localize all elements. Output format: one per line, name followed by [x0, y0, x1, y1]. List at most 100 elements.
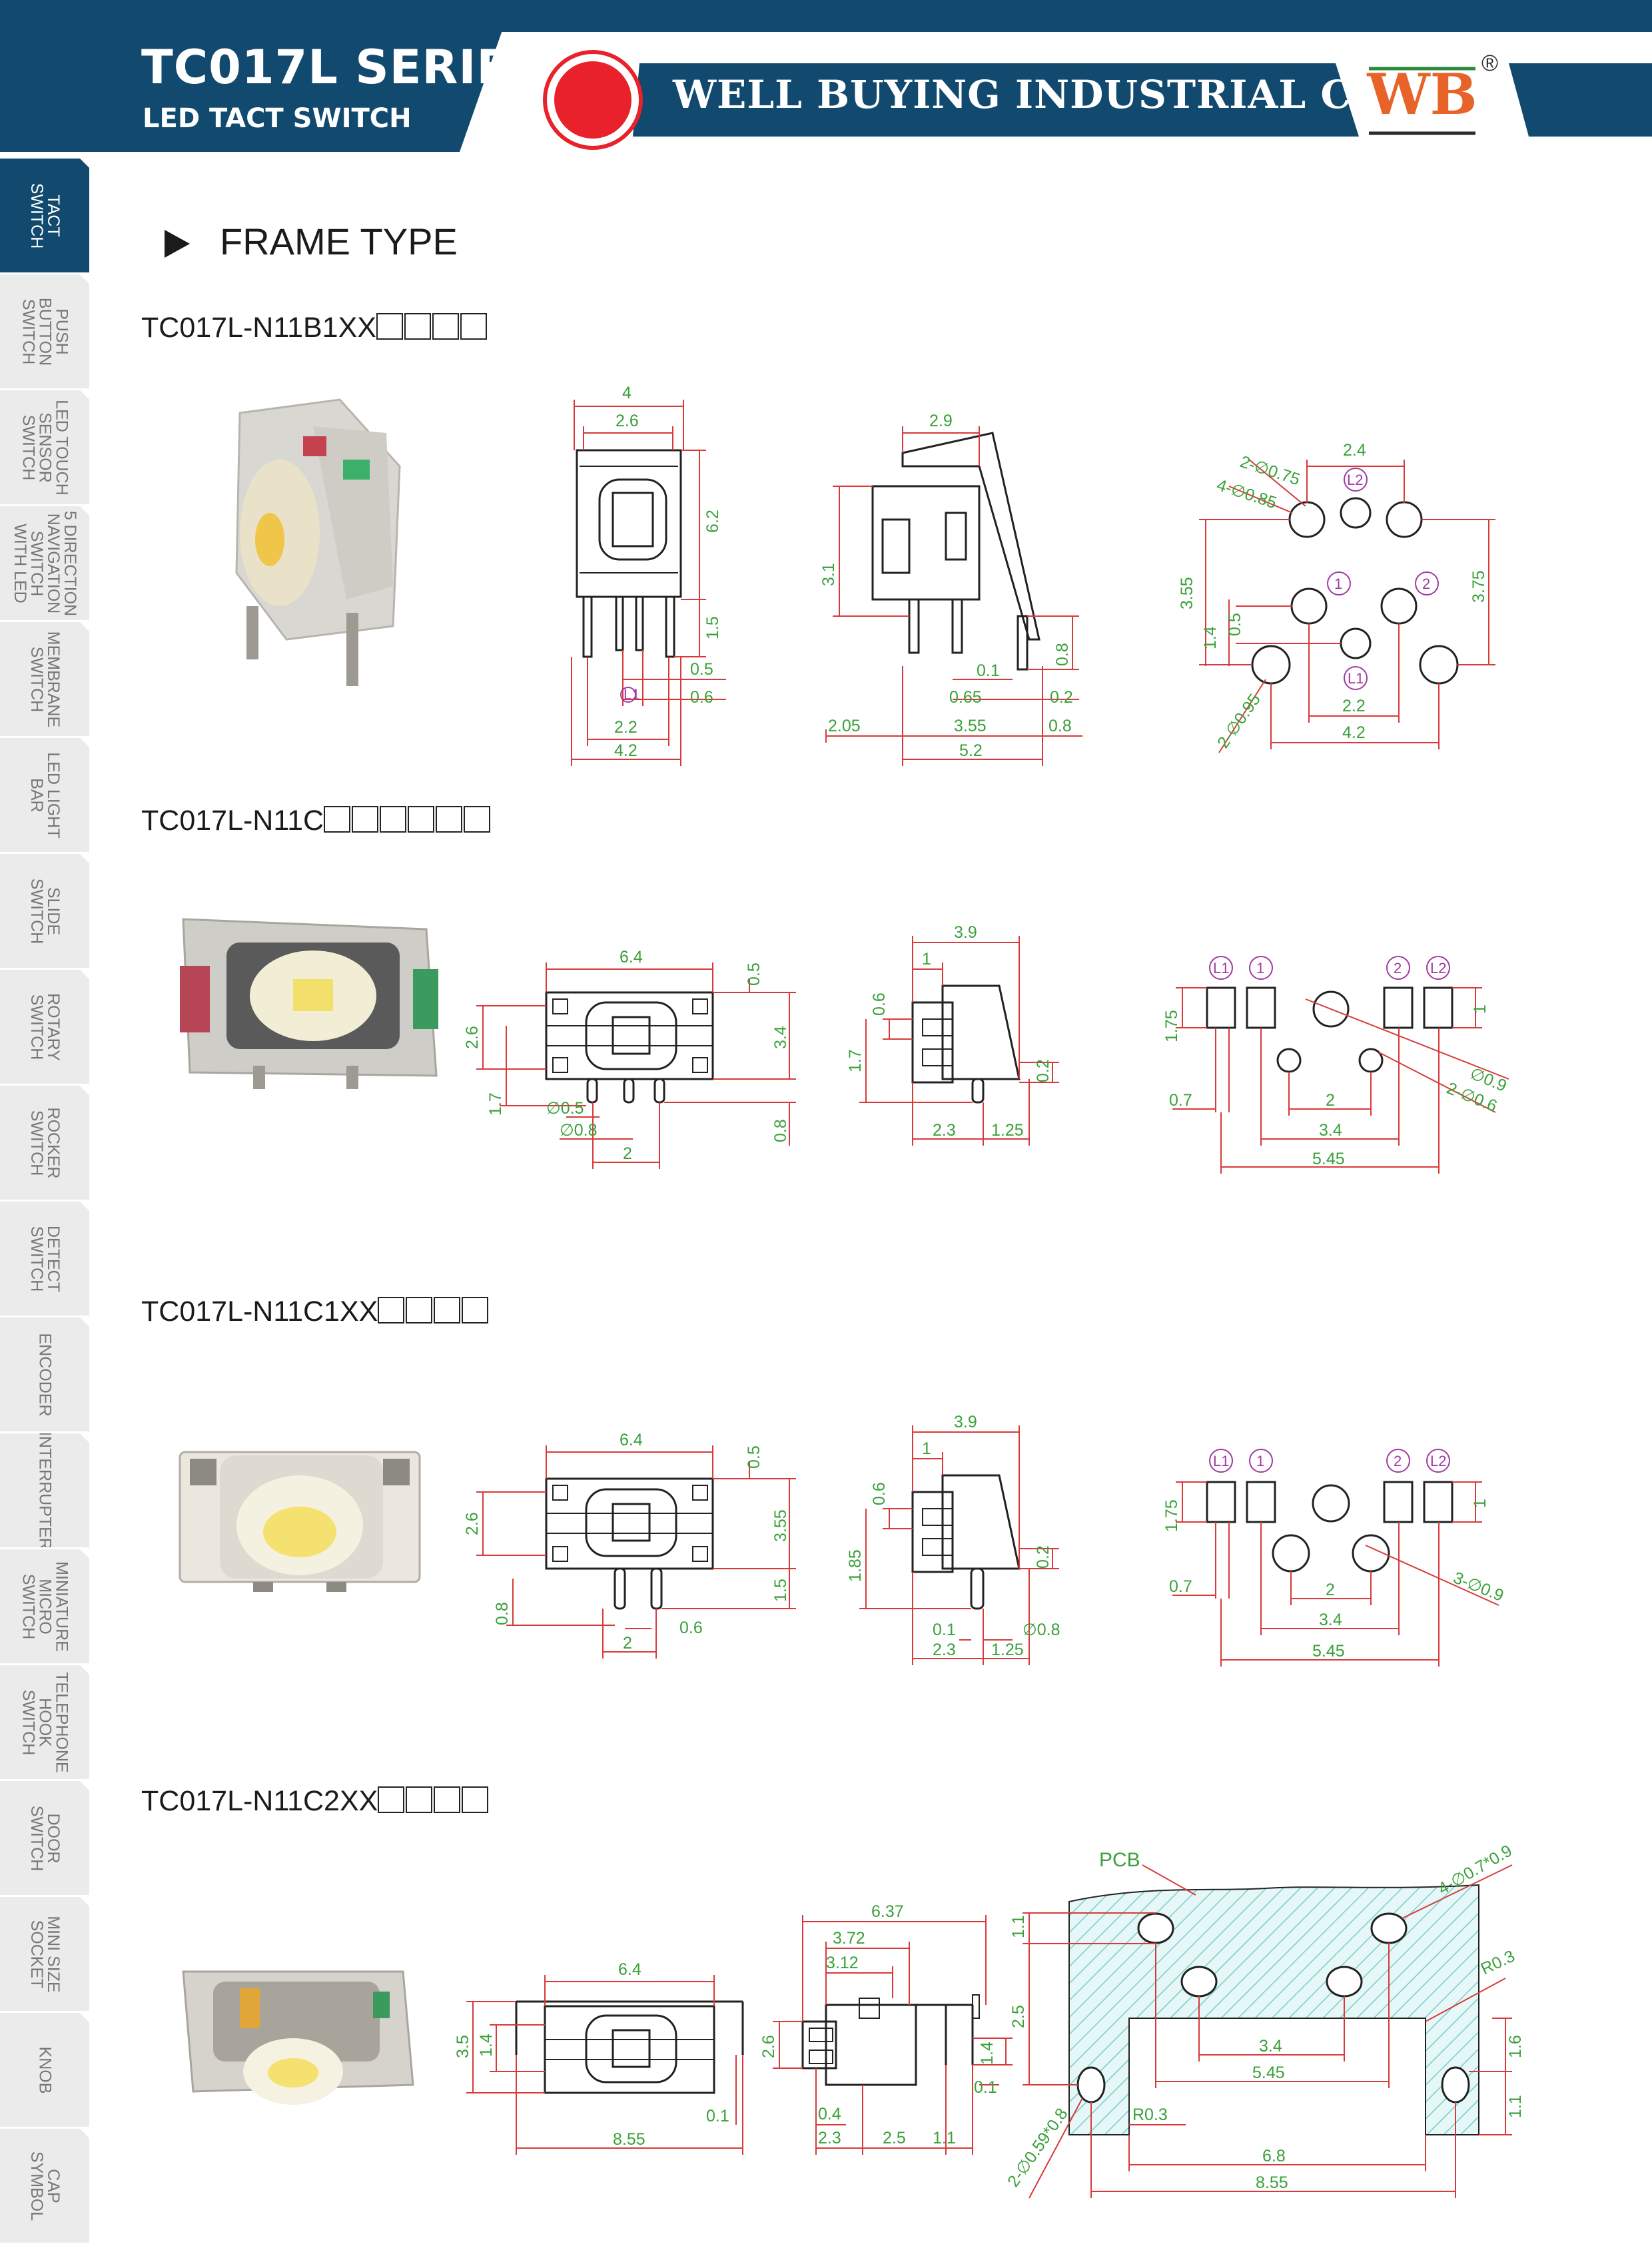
company-emblem-icon — [543, 50, 643, 150]
sidebar-tab[interactable]: TELEPHONE HOOK SWITCH — [0, 1665, 89, 1780]
dim-label: 6.8 — [1262, 2147, 1286, 2165]
tab-corner — [80, 1549, 89, 1559]
pin-label: 1 — [1256, 960, 1264, 976]
dim-label: 3.75 — [1469, 570, 1488, 603]
pin-label: 1 — [1256, 1453, 1264, 1469]
play-arrow-icon — [165, 230, 190, 258]
sidebar-tab[interactable]: LED LIGHT BAR — [0, 738, 89, 853]
dim-label: 2.6 — [759, 2035, 778, 2058]
dim-label: 1.6 — [1506, 2035, 1525, 2058]
product-photo-1 — [235, 398, 401, 686]
tab-corner — [80, 506, 89, 516]
dim-label: 3.12 — [826, 1954, 859, 1972]
sidebar-tab[interactable]: ROCKER SWITCH — [0, 1086, 89, 1201]
dim-label: 1.4 — [477, 2034, 496, 2057]
sidebar-tab[interactable]: SLIDE SWITCH — [0, 854, 89, 969]
dim-label: 2.3 — [933, 1641, 956, 1659]
dim-label: 0.1 — [974, 2078, 997, 2097]
dim-label: 0.1 — [933, 1621, 956, 1639]
dim-label: ∅0.5 — [546, 1099, 584, 1118]
dim-label: 6.2 — [703, 510, 722, 533]
tab-corner — [80, 970, 89, 979]
dim-label: 0.7 — [1169, 1577, 1192, 1596]
sidebar-tab[interactable]: MINIATURE MICRO SWITCH — [0, 1549, 89, 1665]
product-photo-4 — [182, 1970, 414, 2105]
dim-label: 2.2 — [614, 718, 637, 737]
dim-label: 2.3 — [818, 2129, 841, 2147]
dim-label: 0.8 — [493, 1602, 512, 1625]
tab-corner — [80, 1897, 89, 1906]
option-boxes — [378, 1297, 490, 1331]
dim-label: 1.1 — [1506, 2095, 1525, 2118]
model-title-4: TC017L-N11C2XX — [141, 1785, 490, 1820]
dim-label: 1.25 — [991, 1641, 1024, 1659]
sidebar-tab[interactable]: ENCODER — [0, 1317, 89, 1433]
dim-label: 2.5 — [883, 2129, 906, 2147]
tab-corner — [80, 1086, 89, 1095]
sidebar-tab[interactable]: DOOR SWITCH — [0, 1781, 89, 1896]
dim-label: 8.55 — [613, 2130, 645, 2149]
dim-label: 4-∅0.85 — [1214, 476, 1279, 512]
dim-label: 4.2 — [614, 741, 637, 760]
dim-label: ∅0.8 — [1023, 1621, 1060, 1639]
dim-label: 0.1 — [977, 661, 1000, 680]
option-boxes — [376, 313, 488, 347]
dim-label: 6.4 — [620, 948, 643, 966]
dim-label: 0.2 — [1034, 1545, 1052, 1569]
dim-label: 2.4 — [1343, 441, 1366, 460]
sidebar-tab[interactable]: CAP SYMBOL — [0, 2129, 89, 2244]
model2-side-view: 3.9 1 0.6 1.7 0.2 2.3 1.25 — [846, 923, 1059, 1146]
model4-front-view: 6.4 3.5 1.4 0.1 8.55 — [454, 1960, 744, 2155]
pin-label: L2 — [1430, 1453, 1446, 1469]
dim-label: 0.5 — [745, 962, 763, 986]
logo-frame — [1369, 67, 1475, 135]
sidebar-tab[interactable]: DETECT SWITCH — [0, 1202, 89, 1317]
dim-label: 0.7 — [1169, 1091, 1192, 1110]
dim-label: 2.6 — [463, 1512, 482, 1535]
sidebar-tab[interactable]: LED TOUCH SENSOR SWITCH — [0, 390, 89, 506]
tab-corner — [80, 854, 89, 863]
logo-wb: WB — [1367, 61, 1477, 127]
sidebar-tab[interactable]: MINI SIZE SOCKET — [0, 1897, 89, 2012]
dim-label: 2-∅0.95 — [1214, 690, 1264, 751]
dim-label: 1.85 — [846, 1549, 865, 1582]
section-title: FRAME TYPE — [220, 220, 458, 262]
sidebar-tab[interactable]: INTERRUPTER — [0, 1433, 89, 1549]
pin-label: L2 — [1347, 472, 1363, 488]
sidebar-tab[interactable]: ROTARY SWITCH — [0, 970, 89, 1085]
series-title: TC017L SERIES — [141, 40, 544, 95]
dim-label: 0.6 — [870, 1482, 889, 1505]
model-title-1: TC017L-N11B1XX — [141, 312, 488, 347]
pin-label: L1 — [623, 686, 639, 703]
dim-label: 0.2 — [1034, 1059, 1052, 1082]
dim-label: 5.2 — [959, 741, 983, 760]
model2-pcb-layout: 1.75 1 0.7 2 3.4 5.45 ∅0.9 2-∅0.6 L1 1 2… — [1162, 956, 1509, 1174]
sidebar-tab[interactable]: MEMBRANE SWITCH — [0, 622, 89, 737]
dim-label: 6.4 — [618, 1960, 641, 1979]
model-title-3: TC017L-N11C1XX — [141, 1296, 490, 1331]
dim-label: 2.05 — [828, 717, 861, 735]
dim-label: 2.9 — [929, 412, 953, 430]
sidebar-tab[interactable]: 5 DIRECTION NAVIGATION SWITCH WITH LED — [0, 506, 89, 621]
dim-label: 4 — [622, 384, 631, 402]
dim-label: 1.1 — [1009, 1915, 1028, 1938]
dim-label: 3.9 — [954, 923, 977, 942]
sidebar-tab[interactable]: TACT SWITCH — [0, 159, 89, 274]
dim-label: 2-∅0.59*0.8 — [1004, 2105, 1072, 2190]
dim-label: 1.5 — [703, 616, 722, 639]
dim-label: 2 — [623, 1144, 632, 1163]
dim-label: 0.8 — [1053, 643, 1072, 666]
dim-label: 1.7 — [846, 1049, 865, 1072]
sidebar-tab[interactable]: PUSH BUTTON SWITCH — [0, 274, 89, 390]
dim-label: 3.55 — [954, 717, 987, 735]
model1-pcb-layout: 2.4 2-∅0.75 4-∅0.85 3.55 3.75 0.5 1.4 2.… — [1178, 441, 1495, 753]
dim-label: 0.2 — [1050, 688, 1073, 707]
sidebar-tab[interactable]: KNOB — [0, 2013, 89, 2128]
pin-marker — [620, 687, 636, 703]
dim-label: 1.5 — [771, 1579, 790, 1602]
tab-corner — [80, 1433, 89, 1443]
model3-side-view: 3.9 1 0.6 1.85 0.2 0.1 ∅0.8 2.3 1.25 — [846, 1413, 1060, 1665]
